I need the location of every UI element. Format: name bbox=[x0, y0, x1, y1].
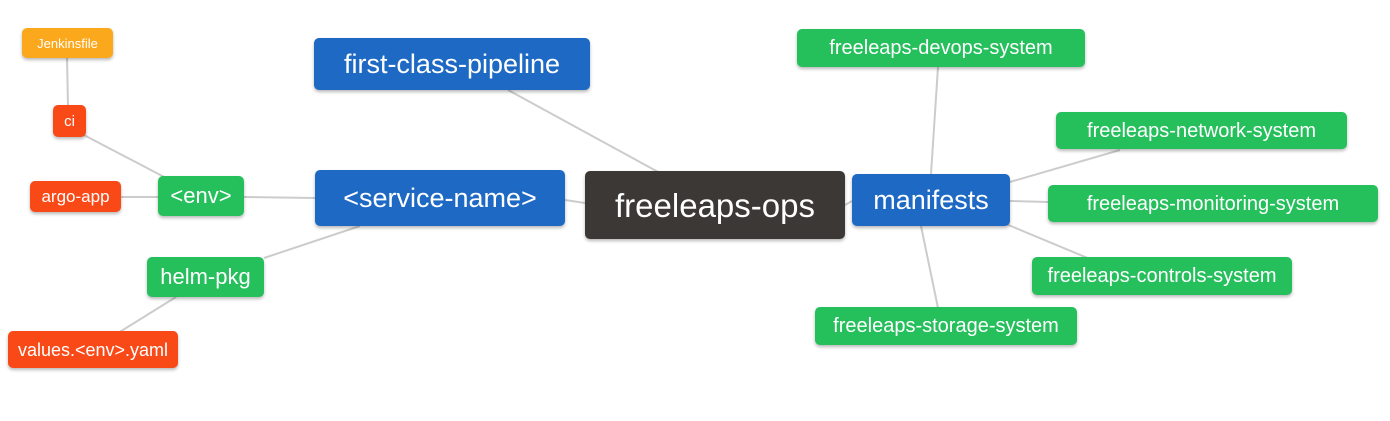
node-freeleaps-ops[interactable]: freeleaps-ops bbox=[585, 171, 845, 239]
edge-manifests-to-monitoring-system bbox=[1009, 200, 1049, 203]
node-first-class-pipeline[interactable]: first-class-pipeline bbox=[314, 38, 590, 90]
edge-service-name-to-freeleaps-ops bbox=[564, 199, 586, 204]
edge-first-class-pipeline-to-freeleaps-ops bbox=[507, 89, 661, 174]
node-ci[interactable]: ci bbox=[53, 105, 86, 137]
edge-manifests-to-network-system bbox=[1009, 149, 1121, 183]
edge-jenkinsfile-to-ci bbox=[66, 57, 69, 107]
node-controls-system[interactable]: freeleaps-controls-system bbox=[1032, 257, 1292, 295]
edge-freeleaps-ops-to-manifests bbox=[844, 200, 853, 206]
edge-manifests-to-controls-system bbox=[1005, 223, 1091, 260]
node-values-env-yaml[interactable]: values.<env>.yaml bbox=[8, 331, 178, 368]
edge-env-to-service-name bbox=[243, 196, 316, 199]
node-jenkinsfile[interactable]: Jenkinsfile bbox=[22, 28, 113, 58]
node-storage-system[interactable]: freeleaps-storage-system bbox=[815, 307, 1077, 345]
node-monitoring-system[interactable]: freeleaps-monitoring-system bbox=[1048, 185, 1378, 222]
edge-ci-to-env bbox=[81, 133, 169, 180]
edge-service-name-to-helm-pkg bbox=[263, 225, 361, 259]
node-service-name[interactable]: <service-name> bbox=[315, 170, 565, 226]
node-env[interactable]: <env> bbox=[158, 176, 244, 216]
node-devops-system[interactable]: freeleaps-devops-system bbox=[797, 29, 1085, 67]
node-argo-app[interactable]: argo-app bbox=[30, 181, 121, 212]
node-helm-pkg[interactable]: helm-pkg bbox=[147, 257, 264, 297]
edge-manifests-to-storage-system bbox=[920, 225, 939, 309]
edge-manifests-to-devops-system bbox=[930, 66, 939, 175]
node-network-system[interactable]: freeleaps-network-system bbox=[1056, 112, 1347, 149]
node-manifests[interactable]: manifests bbox=[852, 174, 1010, 226]
edge-helm-pkg-to-values-env-yaml bbox=[117, 296, 177, 334]
